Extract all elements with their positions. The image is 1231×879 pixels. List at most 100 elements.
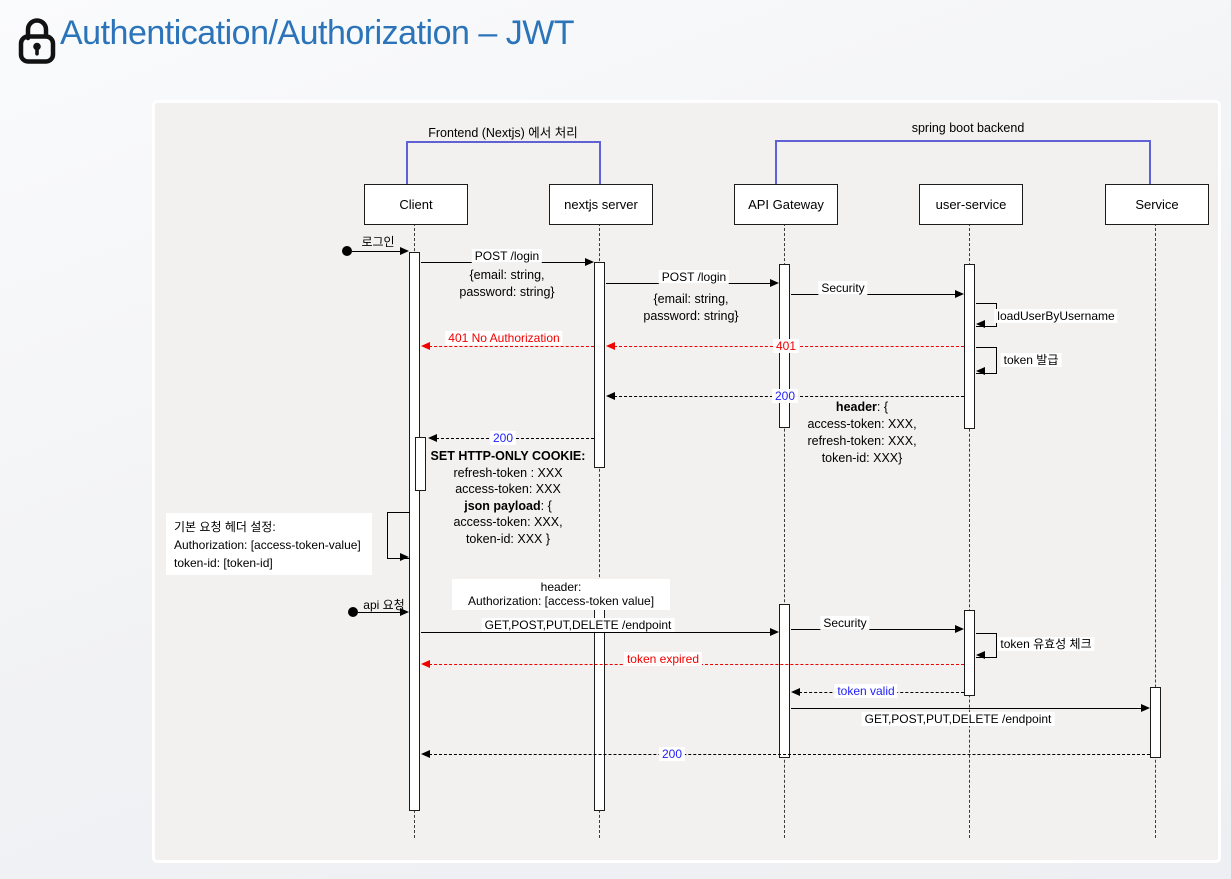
token-expired-label: token expired	[623, 652, 703, 666]
cookie-block: SET HTTP-ONLY COOKIE: refresh-token : XX…	[431, 448, 586, 547]
default-header-note-line3: token-id: [token-id]	[174, 556, 273, 570]
status-200-gw-arrowhead-icon	[606, 392, 615, 400]
participant-api-gateway: API Gateway	[734, 184, 838, 225]
api-trigger-label: api 요청	[363, 598, 405, 612]
activation-nextjs-2	[594, 607, 605, 811]
header-json-line3: refresh-token: XXX,	[807, 434, 917, 448]
login-trigger-label: 로그인	[361, 235, 395, 249]
participant-client-label: Client	[399, 197, 433, 212]
cookie-line6: token-id: XXX }	[465, 531, 551, 546]
security-1-arrowhead-icon	[955, 290, 964, 298]
security-2-arrowhead-icon	[955, 625, 964, 633]
status-200-client-arrowhead-icon	[428, 434, 437, 442]
login-body-2-line1: {email: string,	[653, 292, 729, 306]
participant-client: Client	[364, 184, 468, 225]
activation-client-nested	[415, 437, 426, 491]
login-arrow	[352, 251, 401, 252]
post-login-1-label: POST /login	[471, 249, 543, 263]
login-body-1: {email: string, password: string}	[459, 267, 554, 301]
get-endpoint-1-label: GET,POST,PUT,DELETE /endpoint	[481, 618, 675, 632]
token-valid-arrowhead-icon	[791, 688, 800, 696]
frontend-frame-label: Frontend (Nextjs) 에서 처리	[428, 126, 578, 140]
request-header-box-line1: header:	[540, 580, 582, 594]
lifeline-user-service	[969, 223, 970, 838]
token-expired-arrowhead-icon	[421, 660, 430, 668]
frontend-frame-bracket-left	[406, 141, 408, 184]
login-body-1-line2: password: string}	[459, 285, 555, 299]
token-issue-arrowhead-icon	[976, 367, 985, 375]
client-header-loop-arrowhead-icon	[400, 553, 409, 561]
lifeline-service	[1155, 223, 1156, 838]
post-login-1-arrowhead-icon	[585, 258, 594, 266]
get-endpoint-1-line	[421, 632, 771, 633]
activation-nextjs-1	[594, 262, 605, 468]
get-endpoint-2-label: GET,POST,PUT,DELETE /endpoint	[861, 712, 1055, 726]
status-200-gw-label: 200	[771, 389, 799, 403]
diagram-panel	[152, 100, 1221, 863]
header-json-line1: header: {	[807, 399, 916, 416]
activation-gateway-2	[779, 604, 790, 758]
header-json-rest: : {	[876, 400, 889, 414]
status-200-final-label: 200	[658, 747, 686, 761]
page-title: Authentication/Authorization – JWT	[60, 14, 575, 52]
client-header-loop	[387, 512, 410, 559]
header-json-bold: header	[835, 400, 877, 414]
default-header-note-line1: 기본 요청 헤더 설정:	[174, 520, 276, 534]
default-header-note-line2: Authorization: [access-token-value]	[174, 538, 361, 552]
lock-icon	[16, 16, 58, 69]
security-1-label: Security	[818, 281, 868, 295]
cookie-line5: access-token: XXX,	[453, 515, 563, 529]
token-check-label: token 유효성 체크	[997, 637, 1095, 651]
get-endpoint-1-arrowhead-icon	[770, 628, 779, 636]
participant-nextjs-server-label: nextjs server	[564, 197, 638, 212]
cookie-line1: SET HTTP-ONLY COOKIE:	[430, 449, 586, 463]
backend-frame-bracket	[775, 140, 1151, 142]
lifeline-nextjs-server	[599, 223, 600, 838]
backend-frame-label: spring boot backend	[911, 121, 1025, 135]
participant-api-gateway-label: API Gateway	[748, 197, 824, 212]
participant-user-service: user-service	[919, 184, 1023, 225]
activation-user-service-1	[964, 264, 975, 429]
cookie-line3: access-token: XXX	[455, 482, 561, 496]
cookie-line4-bold: json payload	[464, 498, 541, 513]
token-issue-label: token 발급	[1000, 353, 1062, 367]
cookie-line4-rest: : {	[540, 498, 552, 513]
post-login-2-label: POST /login	[658, 270, 730, 284]
login-body-2-line2: password: string}	[643, 309, 739, 323]
cookie-line4: json payload: {	[431, 498, 586, 515]
api-start-dot	[348, 607, 358, 617]
status-401-client-label: 401 No Authorization	[445, 331, 563, 345]
security-1-line	[791, 294, 956, 295]
token-issue-loop	[976, 347, 997, 374]
login-body-2: {email: string, password: string}	[643, 291, 738, 325]
status-200-final-arrowhead-icon	[421, 750, 430, 758]
status-401-client-arrowhead-icon	[421, 342, 430, 350]
status-401-gw-arrowhead-icon	[606, 342, 615, 350]
security-2-label: Security	[820, 616, 870, 630]
load-user-arrowhead-icon	[976, 320, 985, 328]
header-json-line4: token-id: XXX}	[821, 451, 903, 465]
activation-service	[1150, 687, 1161, 758]
frontend-frame-bracket-right	[599, 141, 601, 184]
token-valid-label: token valid	[834, 684, 898, 698]
default-header-note: 기본 요청 헤더 설정: Authorization: [access-toke…	[166, 513, 372, 575]
participant-user-service-label: user-service	[935, 197, 1007, 212]
activation-client-main	[409, 252, 420, 811]
get-endpoint-2-line	[791, 708, 1142, 709]
load-user-label: loadUserByUsername	[994, 309, 1118, 323]
header-json-line2: access-token: XXX,	[807, 417, 917, 431]
token-check-loop	[976, 633, 997, 658]
status-401-client-line	[429, 346, 594, 347]
request-header-box: header: Authorization: [access-token val…	[452, 579, 670, 610]
login-body-1-line1: {email: string,	[469, 268, 545, 282]
request-header-box-line2: Authorization: [access-token value]	[467, 594, 655, 608]
activation-user-service-2	[964, 610, 975, 696]
participant-service: Service	[1105, 184, 1209, 225]
participant-nextjs-server: nextjs server	[549, 184, 653, 225]
participant-service-label: Service	[1135, 197, 1179, 212]
login-arrowhead-icon	[400, 247, 409, 255]
lifeline-api-gateway	[784, 223, 785, 838]
header-json-block: header: { access-token: XXX, refresh-tok…	[807, 399, 916, 467]
frontend-frame-bracket	[406, 141, 601, 143]
security-2-line	[791, 629, 956, 630]
